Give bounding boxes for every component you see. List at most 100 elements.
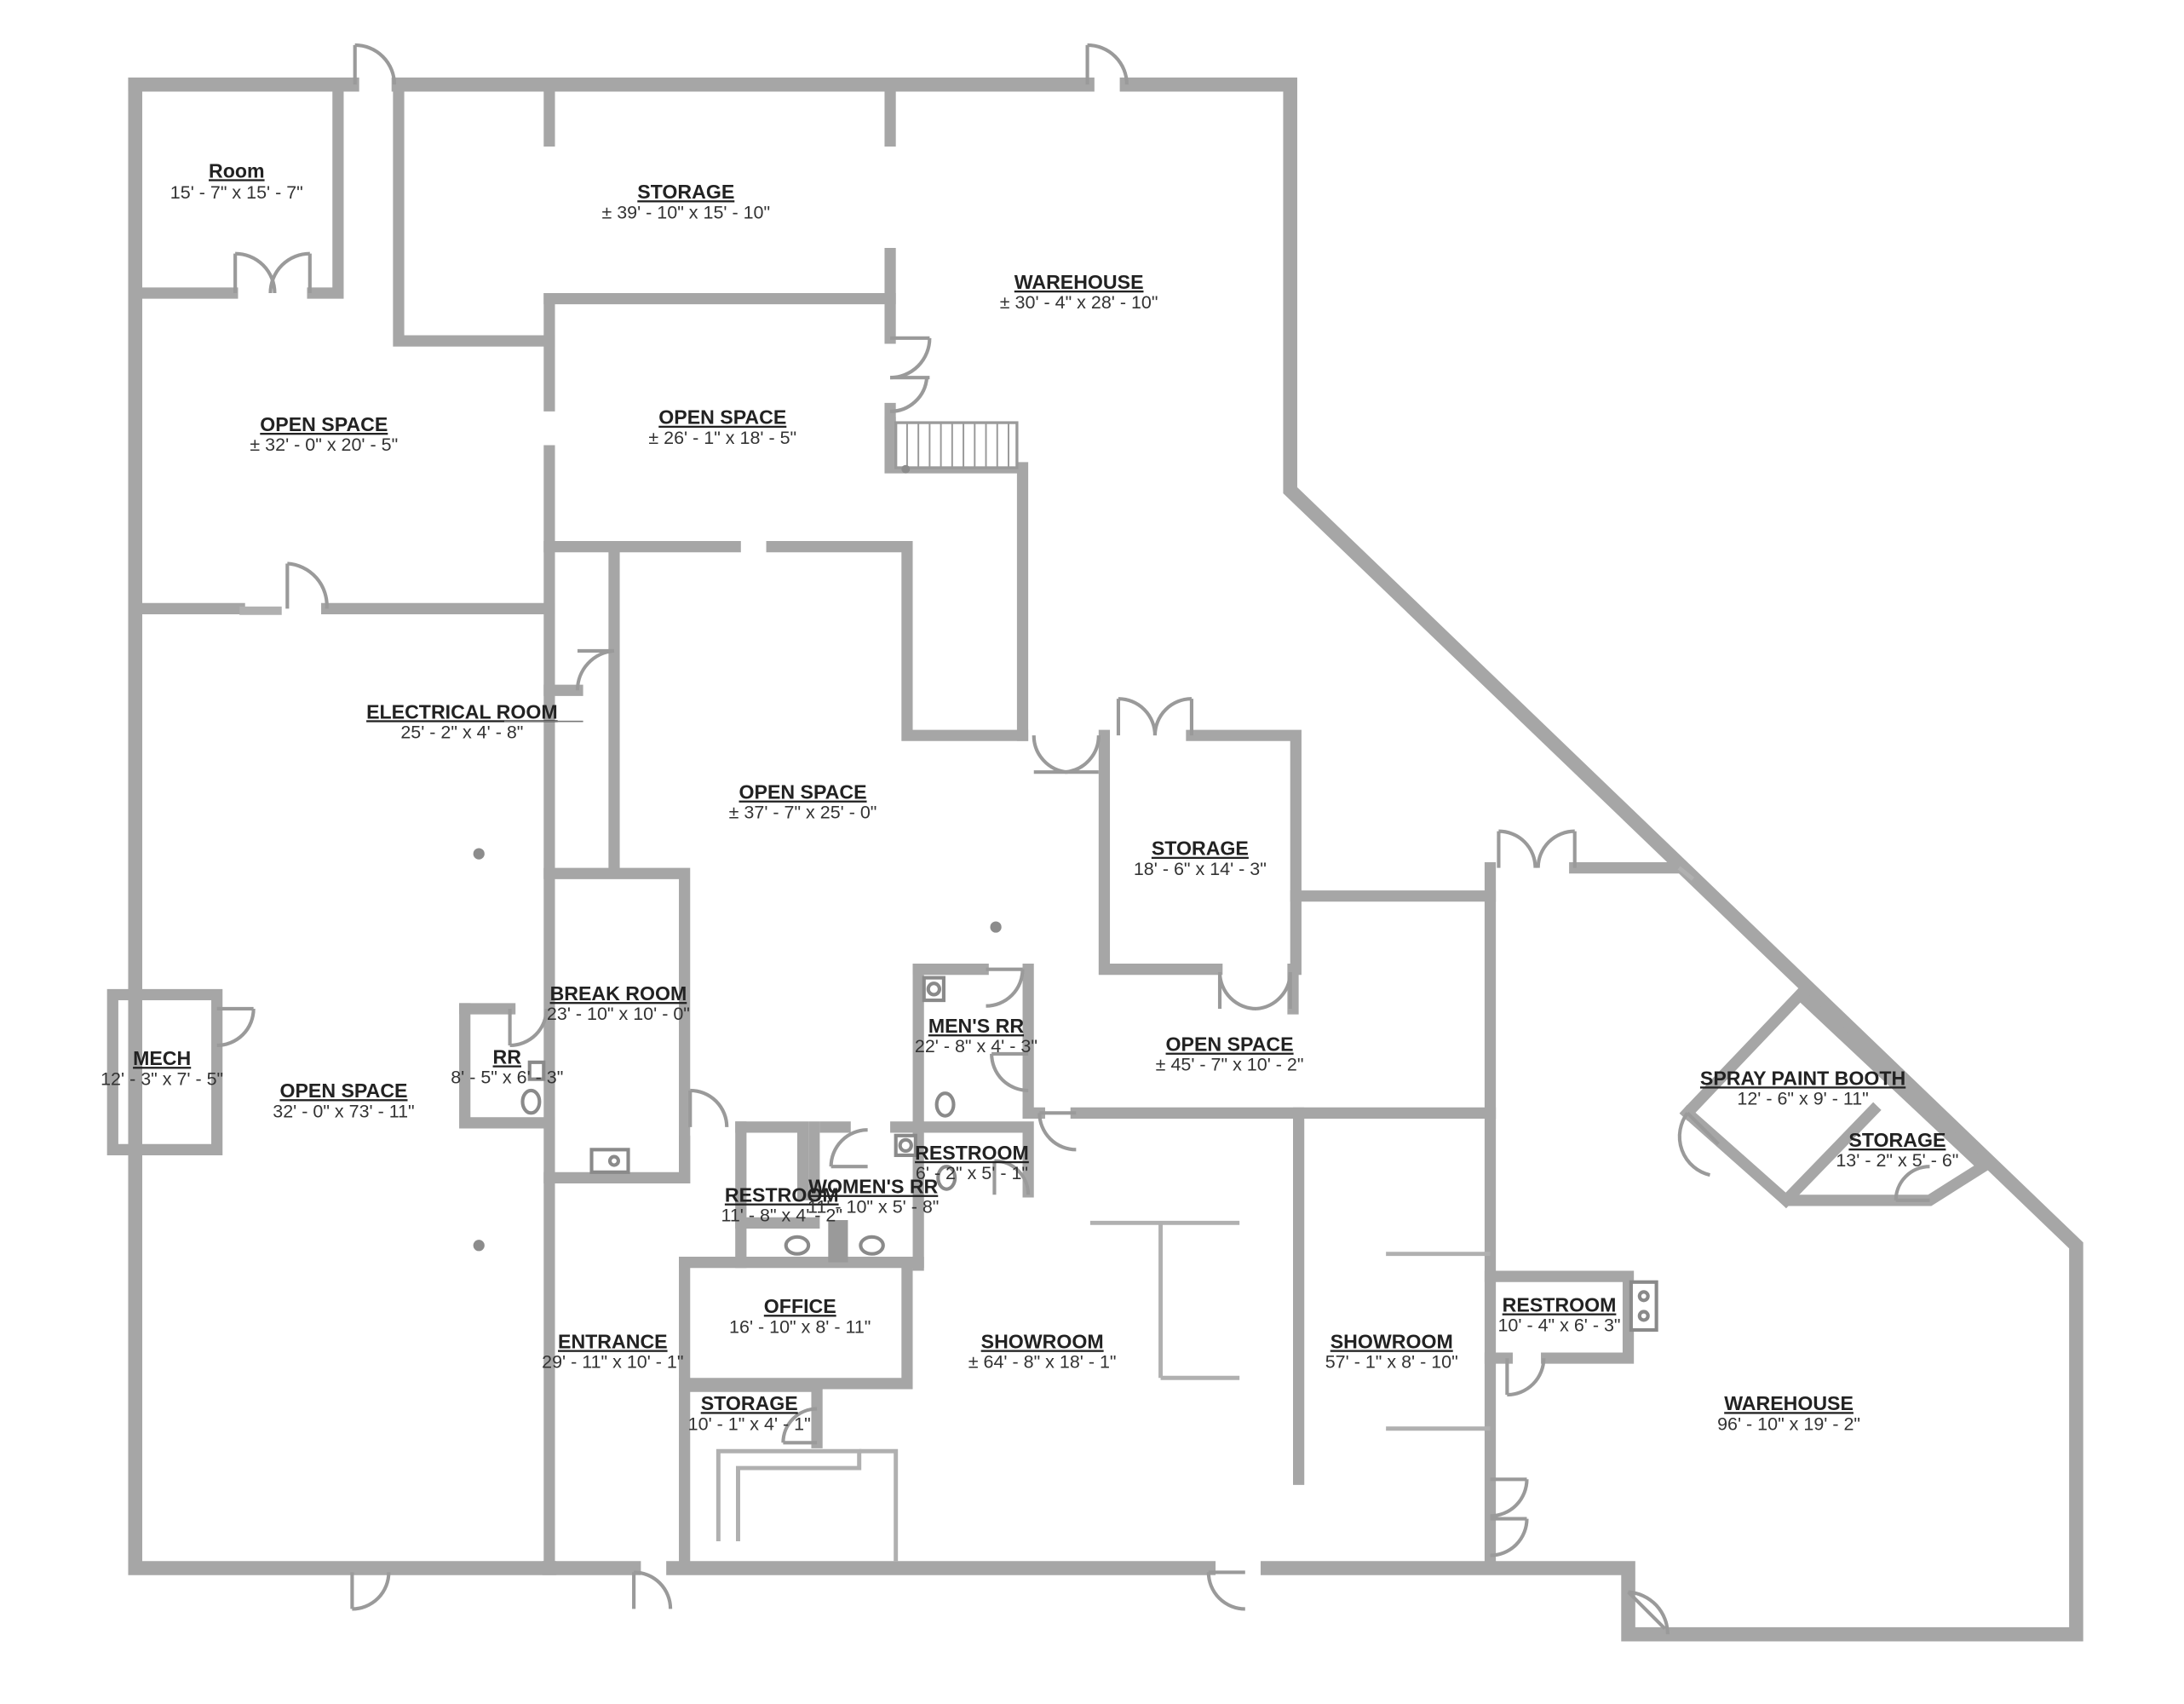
room-name: RESTROOM	[915, 1142, 1029, 1164]
room-dims: 25' - 2" x 4' - 8"	[400, 722, 523, 742]
room-labels: Room 15' - 7" x 15' - 7" STORAGE ± 39' -…	[101, 159, 1958, 1434]
room-dims: 12' - 3" x 7' - 5"	[101, 1068, 223, 1089]
room-name: STORAGE	[1848, 1129, 1945, 1151]
room-name: ELECTRICAL ROOM	[366, 700, 558, 722]
door-swing-icon	[1497, 829, 1537, 868]
room-dims: 96' - 10" x 19' - 2"	[1717, 1413, 1860, 1434]
door-swing-icon	[632, 1570, 673, 1609]
door-swing-icon	[1505, 1358, 1546, 1397]
door-swing-icon	[1627, 1590, 1670, 1635]
door-swing-icon	[1037, 1111, 1077, 1152]
sink-icon	[527, 1060, 546, 1081]
door-swing-icon	[1217, 971, 1257, 1011]
door-swing-icon	[890, 336, 932, 380]
sink-icon	[926, 982, 942, 997]
door-swing-icon	[216, 1006, 256, 1048]
room-name: RR	[493, 1045, 522, 1068]
room-dims: 57' - 1" x 8' - 10"	[1325, 1352, 1458, 1373]
room-name: OFFICE	[764, 1295, 836, 1317]
door-swing-icon	[781, 1407, 818, 1445]
room-name: MECH	[133, 1047, 191, 1069]
exterior-walls	[128, 77, 2083, 1642]
fixtures	[473, 464, 1658, 1333]
door-swing-icon	[986, 967, 1025, 1008]
room-name: BREAK ROOM	[550, 982, 687, 1005]
toilet-icon	[520, 1088, 542, 1115]
room-dims: 8' - 5" x 6' - 3"	[451, 1068, 563, 1088]
room-dims: 18' - 6" x 14' - 3"	[1134, 859, 1267, 879]
door-swing-icon	[575, 648, 615, 691]
toilet-icon	[859, 1235, 885, 1256]
door-swing-icon	[508, 1008, 549, 1048]
door-swing-icon	[353, 43, 397, 85]
room-dims: 11' - 10" x 5' - 8"	[808, 1197, 939, 1218]
door-swing-icon	[992, 1159, 1031, 1195]
door-swing-icon	[1490, 1517, 1529, 1557]
door-swings	[216, 43, 1930, 1635]
door-swing-icon	[1894, 1165, 1930, 1202]
room-name: OPEN SPACE	[1166, 1033, 1294, 1056]
room-dims: 15' - 7" x 15' - 7"	[170, 182, 303, 203]
door-swing-icon	[1206, 1570, 1245, 1611]
room-dims: ± 32' - 0" x 20' - 5"	[250, 435, 398, 455]
room-name: Room	[209, 159, 265, 181]
interior-walls	[106, 78, 1993, 1574]
room-name: OPEN SPACE	[260, 413, 388, 435]
door-swing-icon	[1256, 971, 1292, 1011]
room-dims: 12' - 6" x 9' - 11"	[1737, 1088, 1868, 1108]
room-name: OPEN SPACE	[739, 781, 867, 803]
room-dims: 16' - 10" x 8' - 11"	[729, 1316, 871, 1337]
room-name: SHOWROOM	[981, 1330, 1104, 1352]
column-icon	[473, 848, 485, 860]
room-dims: ± 39' - 10" x 15' - 10"	[601, 202, 770, 222]
room-dims: 22' - 8" x 4' - 3"	[915, 1036, 1037, 1056]
door-swing-icon	[990, 1051, 1029, 1092]
room-dims: 13' - 2" x 5' - 6"	[1836, 1150, 1958, 1171]
door-swing-icon	[829, 1128, 868, 1169]
room-name: STORAGE	[637, 181, 734, 203]
door-swing-icon	[1116, 697, 1158, 736]
room-name: RESTROOM	[725, 1184, 839, 1206]
door-swing-icon	[268, 251, 312, 294]
room-name: WAREHOUSE	[1724, 1392, 1854, 1414]
door-swing-icon	[1490, 1477, 1529, 1518]
door-swing-icon	[1536, 829, 1577, 868]
door-swing-icon	[890, 376, 930, 413]
room-name: SPRAY PAINT BOOTH	[1700, 1067, 1905, 1089]
room-dims: 29' - 11" x 10' - 1"	[542, 1352, 683, 1373]
stairs	[894, 421, 1019, 469]
sink-icon	[898, 1137, 913, 1154]
room-dims: 32' - 0" x 73' - 11"	[273, 1101, 414, 1121]
column-icon	[990, 921, 1002, 933]
room-name: RESTROOM	[1503, 1294, 1617, 1316]
door-swing-icon	[1677, 1111, 1720, 1177]
door-swing-icon	[350, 1572, 391, 1611]
room-name: OPEN SPACE	[279, 1079, 407, 1102]
room-dims: 23' - 10" x 10' - 0"	[547, 1004, 690, 1024]
room-dims: ± 37' - 7" x 25' - 0"	[729, 803, 877, 823]
sink-icon	[1629, 1280, 1658, 1333]
room-dims: ± 30' - 4" x 28' - 10"	[1000, 292, 1158, 313]
room-dims: 10' - 4" x 6' - 3"	[1497, 1315, 1620, 1336]
room-name: STORAGE	[701, 1392, 798, 1414]
room-dims: ± 45' - 7" x 10' - 2"	[1156, 1055, 1304, 1075]
door-swing-icon	[233, 251, 277, 294]
door-swing-icon	[1085, 43, 1129, 85]
door-swing-icon	[1152, 697, 1194, 736]
room-name: WOMEN'S RR	[808, 1176, 938, 1198]
door-swing-icon	[285, 561, 329, 609]
room-name: WAREHOUSE	[1014, 271, 1144, 293]
column-icon	[901, 464, 911, 474]
room-name: SHOWROOM	[1331, 1330, 1453, 1352]
room-name: ENTRANCE	[558, 1330, 668, 1352]
toilet-icon	[934, 1091, 956, 1118]
toilet-icon	[784, 1235, 811, 1256]
room-name: OPEN SPACE	[658, 406, 786, 429]
room-dims: ± 26' - 1" x 18' - 5"	[648, 428, 796, 448]
door-swing-icon	[1032, 735, 1068, 774]
room-name: STORAGE	[1152, 838, 1249, 860]
room-name: MEN'S RR	[928, 1015, 1025, 1037]
door-swing-icon	[688, 1088, 729, 1127]
room-dims: 11' - 8" x 4' - 2"	[721, 1206, 842, 1226]
